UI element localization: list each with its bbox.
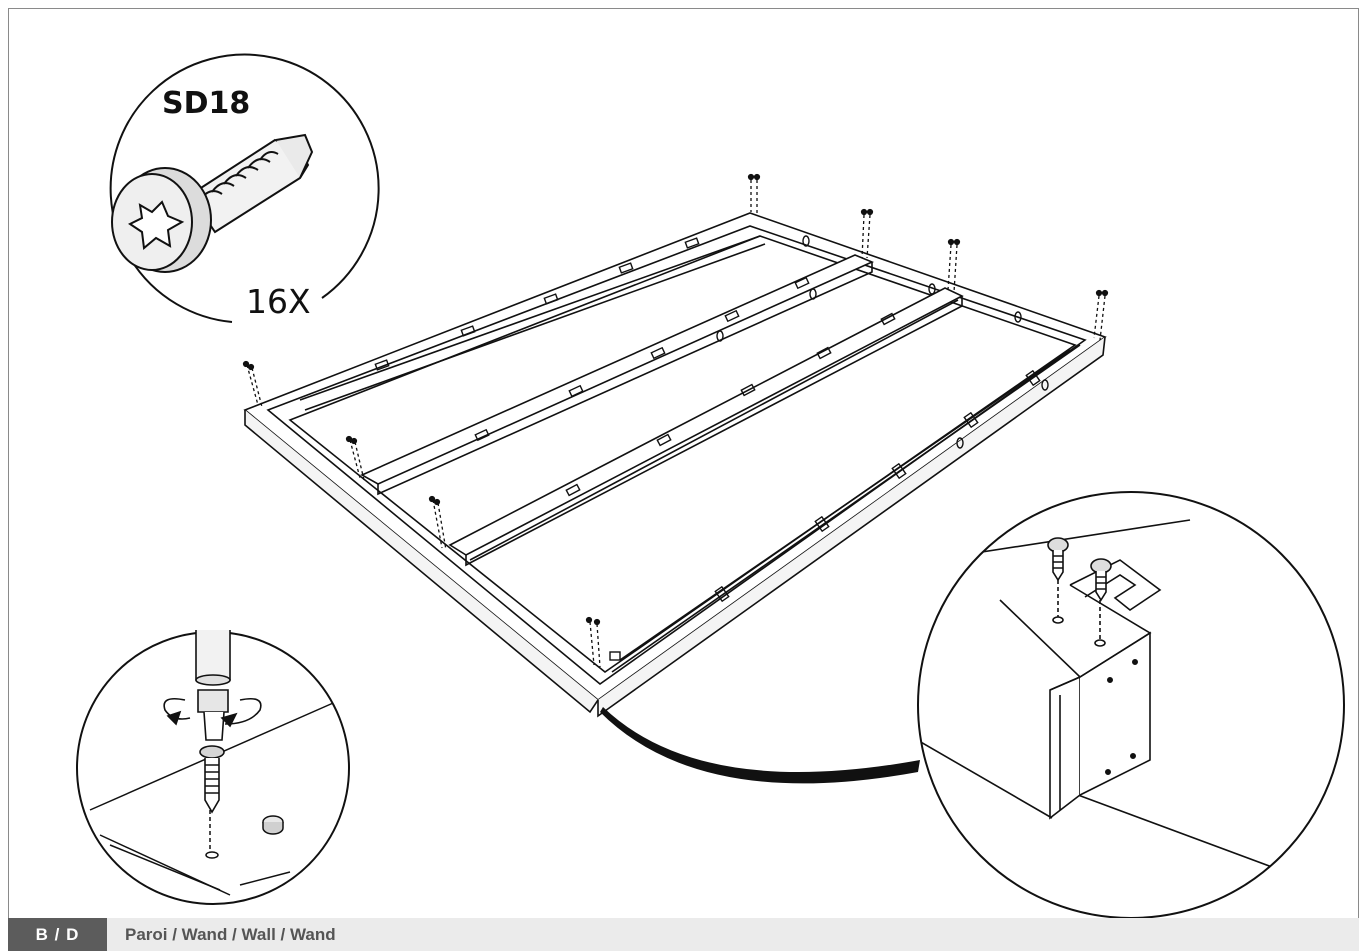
part-code: SD18 bbox=[162, 86, 250, 121]
page-footer: B / D Paroi / Wand / Wall / Wand bbox=[8, 918, 1359, 951]
drill-detail-view bbox=[76, 630, 350, 905]
screw-head-icon bbox=[262, 815, 284, 835]
step-title: Paroi / Wand / Wall / Wand bbox=[125, 924, 336, 944]
screw-icon bbox=[199, 745, 225, 814]
step-badge: B / D bbox=[8, 918, 107, 951]
drill-icon bbox=[163, 630, 262, 741]
self-drilling-screw-icon bbox=[111, 133, 314, 273]
corner-detail-view bbox=[917, 491, 1345, 918]
wall-frame bbox=[242, 173, 1109, 718]
assembly-illustration: SD18 16X bbox=[76, 53, 1345, 918]
part-quantity: 16X bbox=[246, 282, 311, 321]
screw-icon bbox=[1090, 558, 1112, 602]
screw-icon bbox=[1047, 537, 1069, 582]
detail-pointer bbox=[600, 707, 920, 784]
part-callout: SD18 16X bbox=[109, 53, 380, 323]
illustration-frame bbox=[8, 8, 1359, 918]
